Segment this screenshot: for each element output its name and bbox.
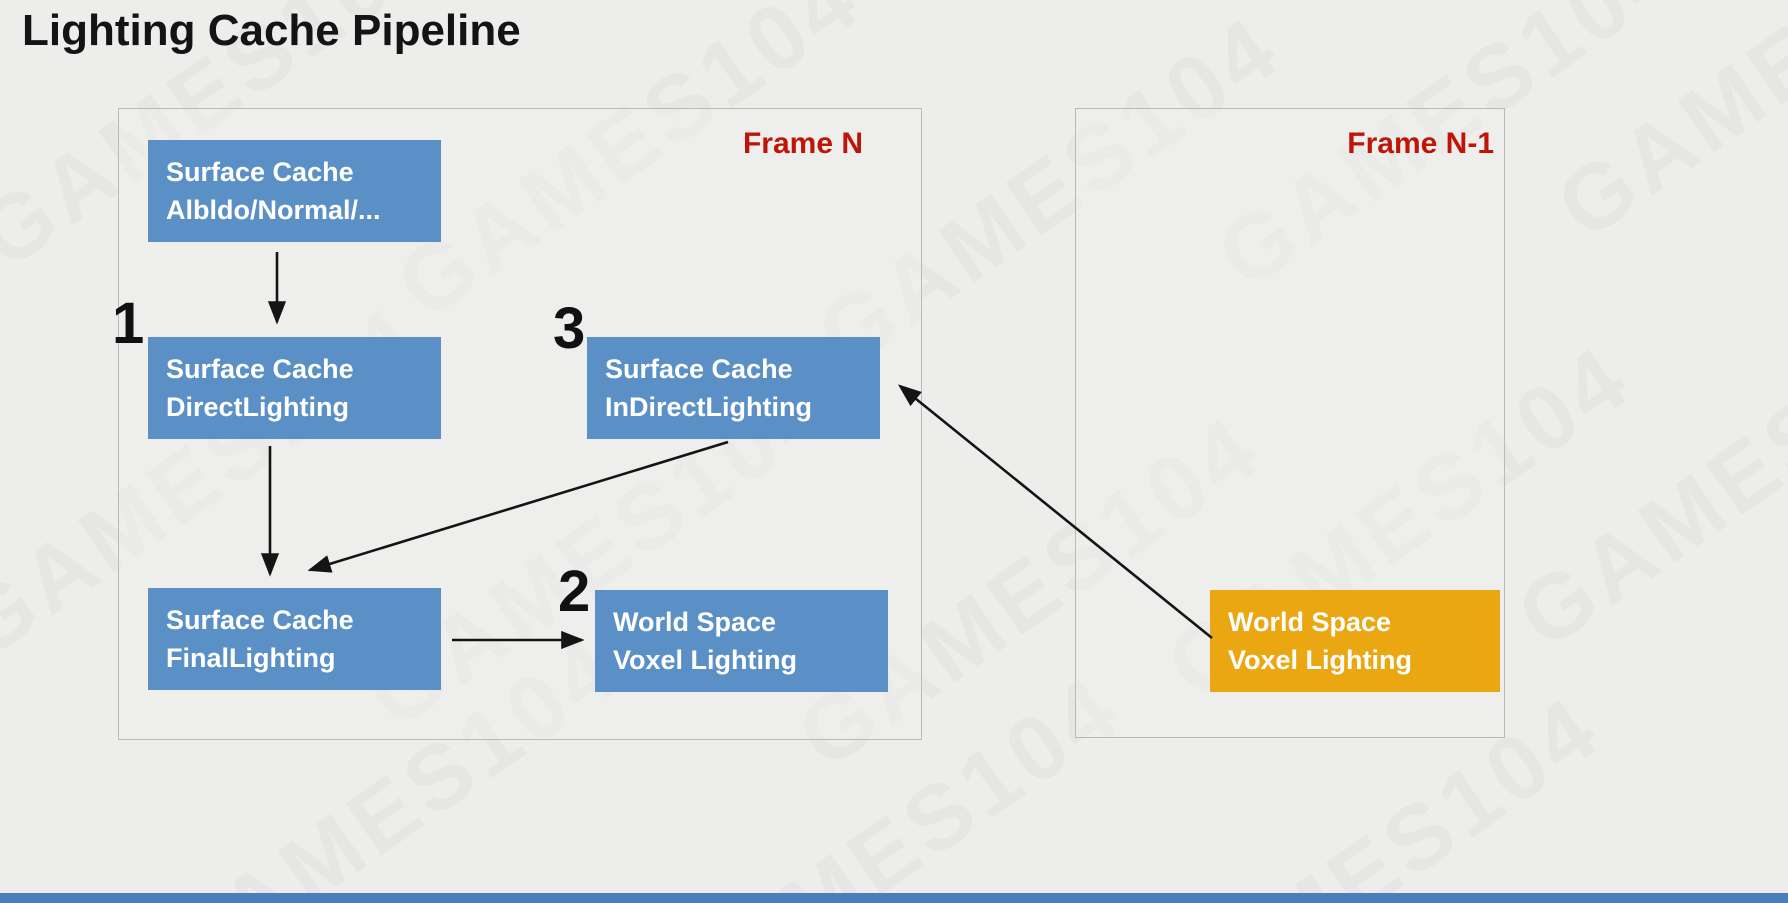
frame-n1-label: Frame N-1 xyxy=(1347,127,1494,160)
node-label-line: Voxel Lighting xyxy=(1228,645,1412,675)
page-title: Lighting Cache Pipeline xyxy=(22,6,521,55)
step-number-3: 3 xyxy=(553,296,586,361)
node-label-line: Surface Cache xyxy=(605,353,793,384)
bottom-accent-bar xyxy=(0,893,1788,903)
watermark-text: GAMES104 xyxy=(1539,0,1788,259)
node-label-line: Voxel Lighting xyxy=(613,645,797,675)
node-label-line: Surface Cache xyxy=(166,156,354,187)
node-label-line: World Space xyxy=(613,606,777,637)
node-label-line: Albldo/Normal/... xyxy=(166,195,381,225)
node-label-line: World Space xyxy=(1228,606,1392,637)
node-label-line: Surface Cache xyxy=(166,604,354,635)
node-surface-cache-albedo: Surface Cache Albldo/Normal/... xyxy=(148,140,441,242)
node-label-line: InDirectLighting xyxy=(605,392,812,422)
node-label-line: Surface Cache xyxy=(166,353,354,384)
node-surface-cache-finallighting: Surface Cache FinalLighting xyxy=(148,588,441,690)
node-surface-cache-indirectlighting: Surface Cache InDirectLighting xyxy=(587,337,880,439)
step-number-2: 2 xyxy=(558,559,591,624)
step-number-1: 1 xyxy=(112,291,145,356)
watermark-text: GAMES104 xyxy=(1499,275,1788,669)
node-world-space-voxel-lighting-prev-frame: World Space Voxel Lighting xyxy=(1210,590,1500,692)
frame-n-label: Frame N xyxy=(742,127,863,160)
node-label-line: DirectLighting xyxy=(166,392,349,422)
node-surface-cache-directlighting: Surface Cache DirectLighting xyxy=(148,337,441,439)
node-label-line: FinalLighting xyxy=(166,643,336,673)
node-world-space-voxel-lighting: World Space Voxel Lighting xyxy=(595,590,888,692)
